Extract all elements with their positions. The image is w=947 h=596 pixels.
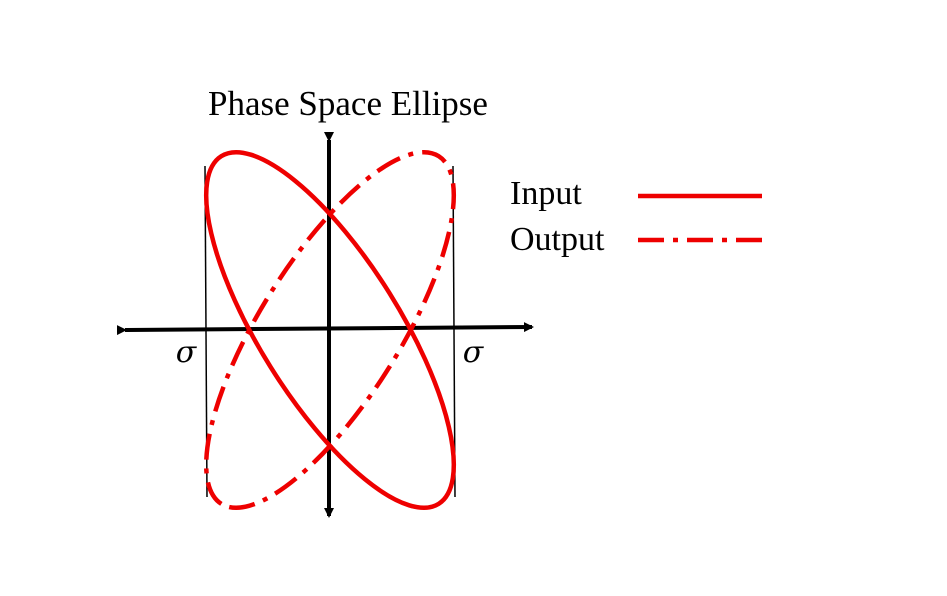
output-ellipse — [203, 149, 457, 511]
diagram-title: Phase Space Ellipse — [208, 84, 488, 123]
legend: Input Output — [510, 175, 766, 258]
input-ellipse — [203, 149, 457, 511]
legend-input-label: Input — [510, 175, 582, 212]
right-sigma-label: σ — [463, 335, 485, 370]
left-sigma-label: σ — [176, 335, 198, 370]
legend-output-label: Output — [510, 221, 605, 258]
